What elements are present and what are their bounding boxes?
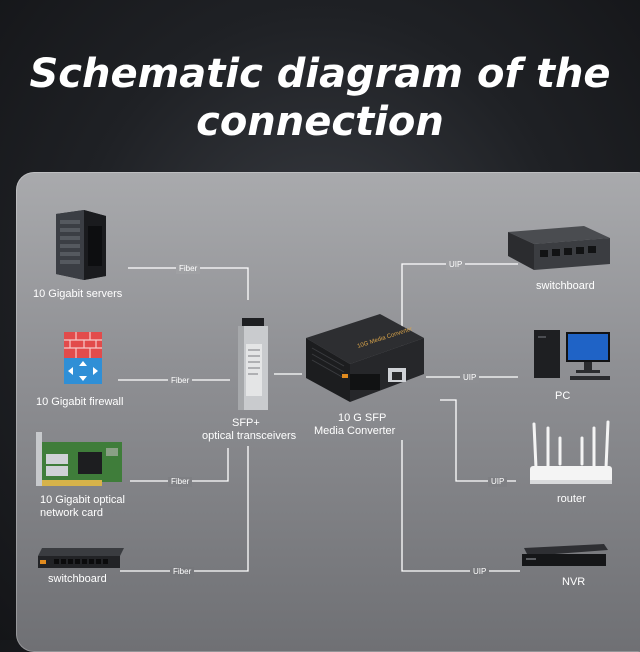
nic-label-line2: network card	[40, 507, 103, 519]
router-label: router	[557, 493, 586, 505]
router-icon	[530, 420, 612, 484]
uip-line-nvr	[401, 440, 520, 572]
switch-left-label: switchboard	[48, 573, 107, 585]
converter-label-line1: 10 G SFP	[338, 412, 387, 424]
switch-right-icon	[508, 226, 610, 270]
diagram-title-line1: Schematic diagram of the	[29, 51, 611, 97]
uip-tag-router: UIP	[488, 477, 508, 487]
uip-tag-pc: UIP	[460, 373, 480, 383]
uip-tag-switch: UIP	[446, 260, 466, 270]
firewall-icon	[64, 332, 102, 384]
fiber-line-switch	[120, 446, 249, 572]
fiber-tag-servers: Fiber	[176, 264, 201, 274]
uip-line-router	[440, 399, 516, 482]
sfp-label-line2: optical transceivers	[202, 430, 297, 442]
network-card-icon	[36, 432, 122, 486]
nvr-label: NVR	[562, 576, 586, 588]
fiber-line-nic	[130, 448, 229, 482]
servers-label: 10 Gigabit servers	[33, 288, 123, 300]
nic-label-line1: 10 Gigabit optical	[40, 494, 125, 506]
uip-tag-nvr: UIP	[470, 567, 490, 577]
switch-right-label: switchboard	[536, 280, 595, 292]
sfp-label-line1: SFP+	[232, 417, 260, 429]
switch-left-icon	[38, 548, 124, 568]
fiber-tag-nic: Fiber	[168, 477, 193, 487]
nvr-icon	[522, 544, 608, 566]
fiber-tag-switch: Fiber	[170, 567, 195, 577]
pc-icon	[534, 330, 610, 380]
server-rack-icon	[56, 210, 106, 280]
pc-label: PC	[555, 390, 571, 402]
fiber-tag-firewall: Fiber	[168, 376, 193, 386]
fiber-line-servers	[128, 267, 249, 300]
media-converter-icon: 10G Media Converter	[306, 314, 424, 402]
sfp-transceiver-icon	[238, 318, 268, 410]
firewall-label: 10 Gigabit firewall	[36, 396, 124, 408]
converter-label-line2: Media Converter	[314, 425, 396, 437]
diagram-title-line2: connection	[196, 99, 444, 145]
